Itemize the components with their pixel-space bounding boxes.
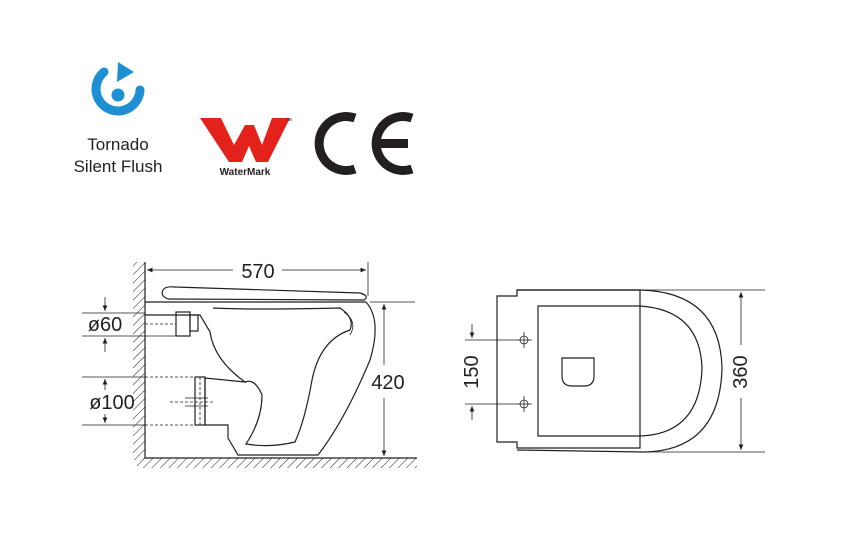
watermark-tm: ™ [285, 118, 292, 125]
side-view-drawing: 570 420 ø60 ø100 [82, 261, 417, 468]
hole-spacing-label: 150 [461, 355, 483, 388]
tornado-flush-logo: Tornado Silent Flush [74, 62, 163, 176]
fixing-hole-bottom [516, 396, 532, 412]
watermark-logo: ™ WaterMark [200, 118, 292, 178]
mounting-plate [496, 289, 641, 449]
tornado-logo-line1: Tornado [87, 135, 148, 154]
seat-lid [161, 286, 367, 301]
bowl-rim [537, 305, 703, 437]
pipe-large-label: ø100 [89, 392, 135, 414]
height-dimension-label: 420 [371, 372, 404, 394]
pipe-large-outline [144, 376, 201, 426]
ce-mark-icon [314, 112, 414, 175]
floor-hatch [137, 458, 417, 468]
top-view-drawing: 150 360 [461, 289, 765, 453]
wall-hatch [133, 262, 145, 460]
bowl-shell [516, 289, 723, 453]
watermark-w-icon [200, 118, 290, 162]
bowl-outline [145, 301, 376, 456]
ce-mark-logo [314, 112, 414, 175]
drain-outlet [561, 357, 595, 387]
bowl-trap [212, 307, 352, 447]
width-dimension-label: 570 [241, 261, 274, 283]
tornado-logo-line2: Silent Flush [74, 157, 163, 176]
pipe-small-label: ø60 [88, 314, 122, 336]
fixing-hole-top [516, 332, 532, 348]
depth-dimension-label: 360 [730, 355, 752, 388]
watermark-label: WaterMark [220, 167, 271, 178]
tornado-swirl-icon [91, 62, 145, 116]
